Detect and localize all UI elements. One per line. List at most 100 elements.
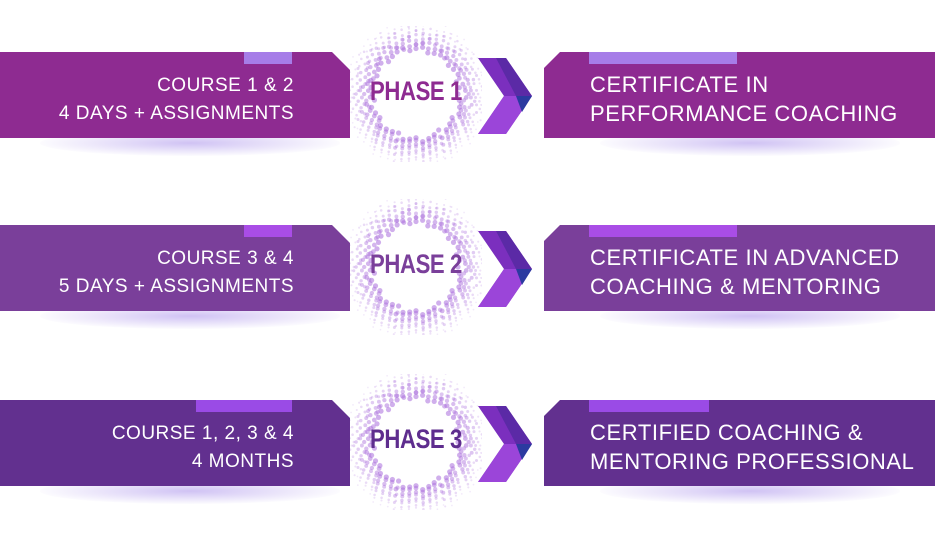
decor-dot — [453, 411, 459, 416]
decor-dot — [386, 209, 390, 213]
decor-dot — [471, 120, 474, 124]
decor-dot — [364, 275, 370, 280]
decor-dot — [414, 144, 418, 149]
decor-dot — [394, 144, 399, 149]
decor-dot — [354, 92, 358, 96]
decor-dot — [459, 48, 463, 52]
decor-dot — [453, 79, 459, 85]
certificate-text: CERTIFICATE IN PERFORMANCE COACHING — [590, 70, 898, 128]
decor-dot — [431, 134, 437, 140]
decor-dot — [383, 302, 389, 308]
decor-dot — [442, 323, 446, 327]
decor-dot — [455, 439, 461, 445]
decor-dot — [355, 429, 359, 433]
decor-dot — [467, 285, 471, 290]
decor-dot — [372, 153, 375, 155]
decor-dot — [463, 126, 468, 131]
decor-dot — [407, 326, 411, 329]
decor-dot — [457, 75, 462, 81]
decor-dot — [456, 306, 460, 310]
decor-dot — [433, 487, 438, 492]
decor-dot — [435, 326, 439, 329]
decor-dot — [463, 88, 468, 93]
decor-dot — [367, 38, 369, 41]
decor-dot — [355, 74, 359, 78]
decor-dot — [456, 151, 459, 153]
decor-dot — [360, 84, 366, 90]
decor-dot — [426, 311, 432, 317]
decor-dot — [445, 235, 451, 241]
decor-dot — [470, 479, 473, 482]
decor-dot — [414, 492, 418, 497]
decor-dot — [351, 433, 354, 436]
decor-dot — [439, 217, 444, 222]
decor-dot — [413, 142, 419, 147]
decor-dot — [442, 34, 446, 38]
decor-dot — [359, 418, 363, 423]
decor-dot — [458, 241, 464, 246]
decor-dot — [370, 137, 374, 141]
decor-dot — [469, 275, 474, 280]
decor-dot — [420, 141, 426, 147]
decor-dot — [438, 396, 443, 401]
decor-dot — [455, 302, 460, 307]
decor-dot — [387, 323, 390, 327]
decor-dot — [458, 107, 464, 113]
decor-dot — [449, 209, 452, 213]
decor-dot — [421, 321, 425, 326]
decor-dot — [381, 218, 386, 223]
decor-dot — [426, 46, 431, 52]
decor-dot — [352, 404, 354, 406]
decor-dot — [393, 45, 399, 51]
decor-dot — [358, 78, 363, 82]
decor-dot — [366, 244, 372, 250]
decor-dot — [350, 96, 353, 99]
decor-dot — [435, 504, 438, 507]
decor-dot — [467, 244, 472, 248]
decor-dot — [477, 240, 480, 243]
decor-dot — [386, 157, 389, 160]
decor-dot — [452, 234, 457, 240]
decor-dot — [358, 261, 363, 266]
decor-dot — [360, 282, 364, 287]
decor-dot — [463, 413, 468, 418]
decor-dot — [360, 109, 364, 114]
decor-dot — [375, 234, 380, 240]
decor-dot — [454, 319, 458, 322]
decor-dot — [354, 451, 358, 455]
decor-dot — [434, 148, 438, 152]
phase-badge: PHASE 3 — [350, 374, 482, 510]
decor-dot — [365, 460, 370, 465]
decor-dot — [434, 385, 439, 390]
decor-dot — [388, 486, 393, 491]
decor-dot — [358, 251, 363, 255]
decor-dot — [442, 382, 446, 386]
decor-dot — [431, 50, 437, 56]
decor-dot — [462, 453, 467, 458]
decor-dot — [400, 323, 404, 328]
decor-dot — [463, 57, 468, 62]
decor-dot — [379, 384, 383, 387]
decor-dot — [465, 119, 470, 124]
decor-dot — [434, 146, 438, 150]
decor-dot — [407, 200, 411, 203]
decor-dot — [388, 209, 391, 213]
decor-dot — [358, 109, 362, 113]
decor-dot — [393, 318, 398, 323]
decor-dot — [395, 310, 400, 315]
decor-dot — [356, 437, 360, 441]
decor-dot — [471, 250, 476, 255]
decor-dot — [407, 491, 412, 496]
decor-dot — [414, 377, 418, 380]
decor-dot — [364, 241, 369, 246]
decor-dot — [469, 450, 474, 455]
decor-dot — [369, 48, 373, 52]
decor-dot — [380, 324, 383, 327]
decor-dot — [460, 254, 466, 260]
phase-label: PHASE 2 — [370, 249, 462, 279]
decor-dot — [444, 330, 447, 333]
decor-dot — [465, 395, 468, 397]
decor-dot — [351, 455, 355, 458]
decor-dot — [393, 493, 398, 498]
decor-dot — [401, 385, 405, 390]
